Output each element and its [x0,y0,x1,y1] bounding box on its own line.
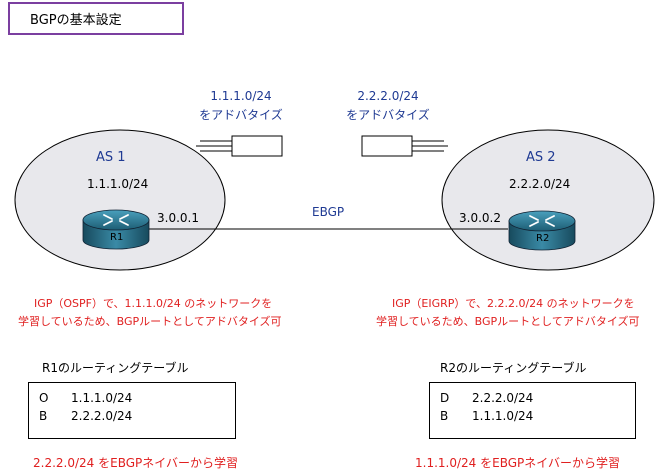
table-row: O 1.1.1.0/24 [39,389,235,407]
left-advert-text: をアドバタイズ [199,108,283,122]
r2-table-title: R2のルーティングテーブル [440,361,587,375]
r2-interface-ip: 3.0.0.2 [459,211,501,225]
as1-network: 1.1.1.0/24 [87,177,149,191]
route-code: O [39,391,49,405]
route-code: B [39,409,48,423]
as1-cloud [14,129,226,271]
route-prefix: 1.1.1.0/24 [472,409,534,423]
ebgp-label: EBGP [312,205,345,219]
right-igp-note-line1: IGP（EIGRP）で、2.2.2.0/24 のネットワークを [392,297,635,310]
r1-table-title: R1のルーティングテーブル [42,361,189,375]
right-advert-text: をアドバタイズ [346,108,430,122]
route-code: D [440,391,450,405]
router-r1-icon [82,209,150,250]
table-row: B 2.2.2.0/24 [39,407,235,425]
left-bottom-note: 2.2.2.0/24 をEBGPネイバーから学習 [33,456,239,470]
r2-routing-table: D 2.2.2.0/24 B 1.1.1.0/24 [429,382,636,439]
router-r1-label: R1 [110,232,124,243]
right-bottom-note: 1.1.1.0/24 をEBGPネイバーから学習 [415,456,621,470]
route-prefix: 2.2.2.0/24 [472,391,534,405]
as2-cloud [441,129,655,271]
right-igp-note-line2: 学習しているため、BGPルートとしてアドバタイズ可 [376,315,640,328]
advert-packet-icon-right [361,135,448,157]
route-prefix: 1.1.1.0/24 [71,391,133,405]
route-prefix: 2.2.2.0/24 [71,409,133,423]
table-row: B 1.1.1.0/24 [440,407,635,425]
left-igp-note-line1: IGP（OSPF）で、1.1.1.0/24 のネットワークを [34,297,273,310]
router-r2-label: R2 [536,233,550,244]
right-advert-prefix: 2.2.2.0/24 [357,89,419,103]
as2-network: 2.2.2.0/24 [509,177,571,191]
r1-interface-ip: 3.0.0.1 [157,211,199,225]
r1-routing-table: O 1.1.1.0/24 B 2.2.2.0/24 [28,382,236,439]
as2-label: AS 2 [526,150,556,165]
table-row: D 2.2.2.0/24 [440,389,635,407]
left-igp-note-line2: 学習しているため、BGPルートとしてアドバタイズ可 [18,315,282,328]
page-title: BGPの基本設定 [8,2,184,35]
router-r2-icon [508,210,576,251]
left-advert-prefix: 1.1.1.0/24 [210,89,272,103]
page-title-text: BGPの基本設定 [30,13,122,28]
route-code: B [440,409,449,423]
advert-packet-icon-left [196,135,283,157]
as1-label: AS 1 [96,150,126,165]
